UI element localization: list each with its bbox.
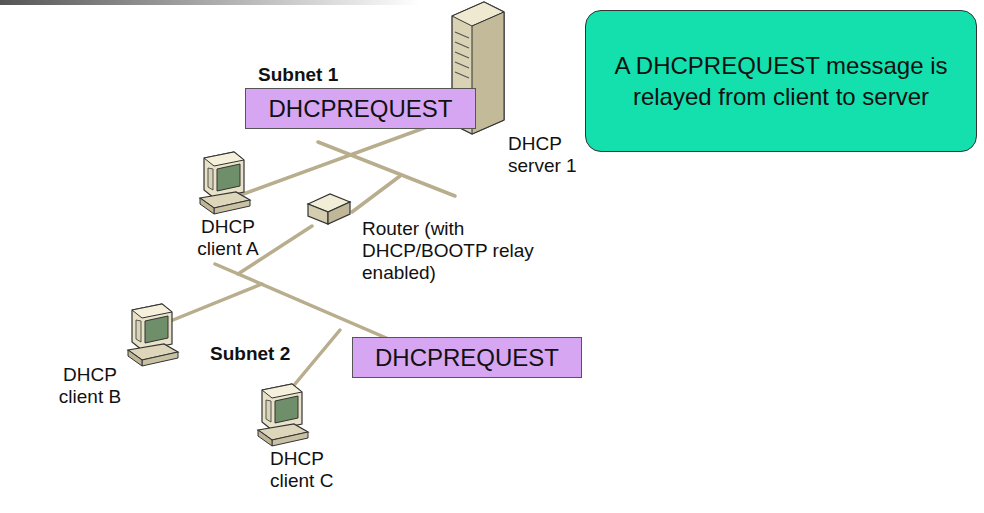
client-b-computer bbox=[128, 304, 178, 366]
node-text: DHCPREQUEST bbox=[268, 93, 452, 124]
message-box: DHCPREQUEST bbox=[352, 337, 582, 378]
device-label: Router (with DHCP/BOOTP relay enabled) bbox=[362, 218, 537, 284]
device-label: DHCP client C bbox=[270, 448, 354, 492]
subnet-label: Subnet 2 bbox=[210, 343, 320, 365]
message-box: DHCPREQUEST bbox=[245, 88, 476, 129]
device-label: DHCP server 1 bbox=[508, 133, 598, 177]
device-label: DHCP client A bbox=[186, 216, 270, 260]
node-text: DHCPREQUEST bbox=[375, 342, 559, 373]
subnet-label: Subnet 1 bbox=[258, 64, 378, 86]
node-text: A DHCPREQUEST message is relayed from cl… bbox=[600, 50, 962, 112]
router-icon bbox=[308, 194, 350, 224]
title-bar bbox=[0, 0, 420, 5]
device-label: DHCP client B bbox=[48, 364, 132, 408]
client-c-computer bbox=[258, 384, 308, 446]
client-a-computer bbox=[200, 152, 250, 214]
callout-box: A DHCPREQUEST message is relayed from cl… bbox=[585, 10, 977, 152]
